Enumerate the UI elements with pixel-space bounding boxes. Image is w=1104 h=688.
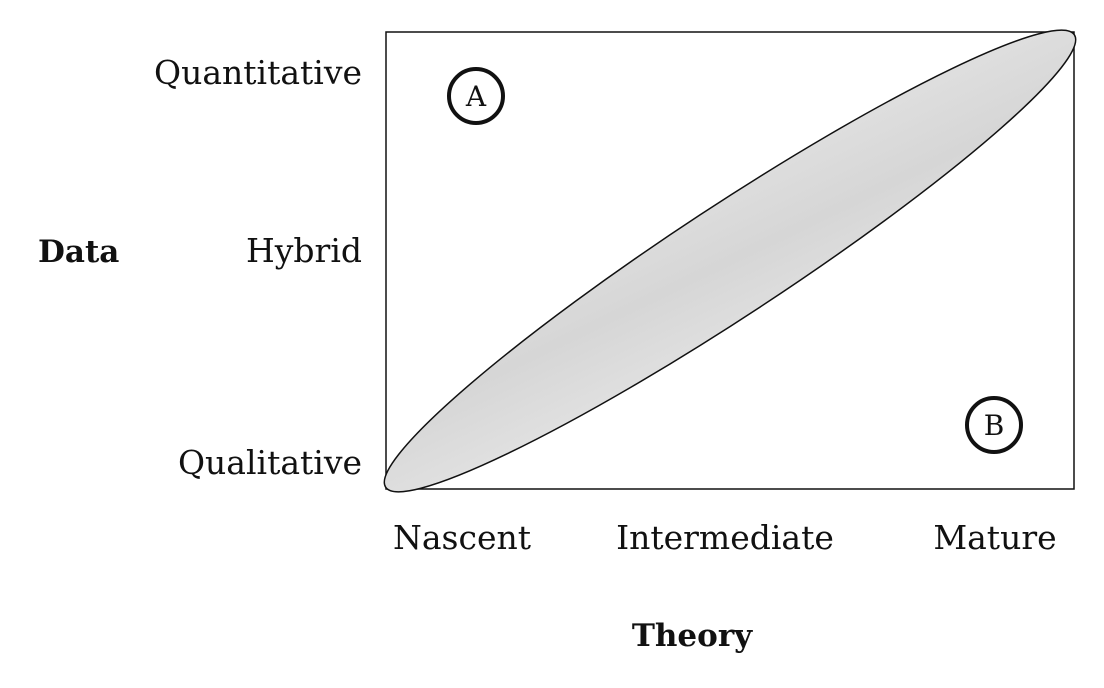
fit-ellipse bbox=[383, 29, 1077, 493]
marker-a-label: A bbox=[465, 80, 487, 113]
x-axis-title: Theory bbox=[632, 618, 753, 654]
y-level-hybrid: Hybrid bbox=[246, 231, 362, 270]
marker-a-circle bbox=[447, 67, 505, 125]
y-axis-title: Data bbox=[38, 234, 119, 270]
marker-b-circle bbox=[965, 396, 1023, 454]
y-level-quantitative: Quantitative bbox=[154, 53, 362, 92]
x-level-intermediate: Intermediate bbox=[616, 518, 834, 557]
marker-a: A bbox=[447, 67, 505, 125]
x-level-mature: Mature bbox=[933, 518, 1056, 557]
marker-b-label: B bbox=[984, 409, 1005, 442]
marker-b: B bbox=[965, 396, 1023, 454]
x-level-nascent: Nascent bbox=[393, 518, 531, 557]
y-level-qualitative: Qualitative bbox=[178, 443, 362, 482]
plot-frame bbox=[385, 31, 1075, 490]
